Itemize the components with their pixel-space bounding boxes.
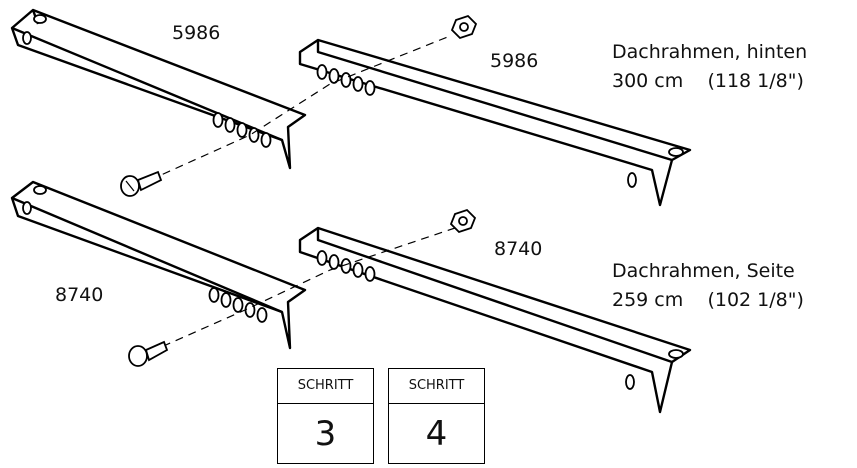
step-box-4: SCHRITT 4 [388, 368, 485, 464]
step-title: SCHRITT [278, 369, 373, 404]
step-box-3: SCHRITT 3 [277, 368, 374, 464]
part-number-top-left: 5986 [172, 22, 221, 44]
caption-side-size: 259 cm (102 1/8") [612, 289, 804, 311]
caption-side-name: Dachrahmen, Seite [612, 260, 795, 282]
caption-rear-size: 300 cm (118 1/8") [612, 70, 804, 92]
assembly-line-top [149, 35, 451, 181]
step-number: 4 [425, 414, 448, 454]
beam-bottom-right [298, 226, 692, 414]
nut-icon [449, 208, 477, 234]
nut-icon [450, 14, 478, 40]
bolt-icon [128, 340, 169, 367]
bolt-icon [120, 170, 163, 197]
part-number-bottom-right: 8740 [494, 238, 543, 260]
part-number-bottom-left: 8740 [55, 284, 104, 306]
beam-top-right [298, 38, 692, 207]
beam-bottom-left [10, 180, 307, 350]
caption-rear-name: Dachrahmen, hinten [612, 41, 808, 63]
step-title: SCHRITT [389, 369, 484, 404]
beam-top-left [10, 8, 307, 170]
step-number: 3 [314, 414, 337, 454]
part-number-top-right: 5986 [490, 50, 539, 72]
